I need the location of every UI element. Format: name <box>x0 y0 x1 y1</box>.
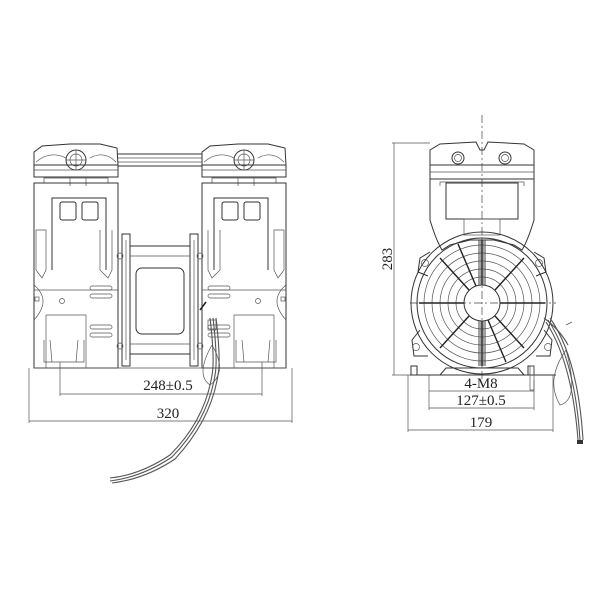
power-cable <box>109 301 220 484</box>
side-cylinder-head <box>429 141 535 236</box>
side-overall-height-label: 283 <box>380 248 396 271</box>
right-cylinder-head <box>201 143 287 186</box>
front-overall-width-label: 320 <box>157 406 180 422</box>
side-power-cable <box>543 317 584 444</box>
side-base <box>410 365 556 391</box>
left-cylinder-head <box>33 143 119 186</box>
left-crankcase <box>33 182 119 369</box>
front-view <box>28 143 293 484</box>
cooling-fan <box>410 231 554 375</box>
side-overall-width-label: 179 <box>470 415 493 431</box>
side-view <box>392 115 584 444</box>
right-crankcase <box>201 182 287 369</box>
side-dimensions <box>392 142 554 432</box>
connecting-tube <box>118 153 202 167</box>
side-bolt-spec-label: 4-M8 <box>464 376 497 392</box>
front-mount-spacing-label: 248±0.5 <box>143 378 192 394</box>
front-dimensions <box>28 362 293 423</box>
motor-housing <box>116 233 204 367</box>
side-mount-spacing-label: 127±0.5 <box>456 393 505 409</box>
